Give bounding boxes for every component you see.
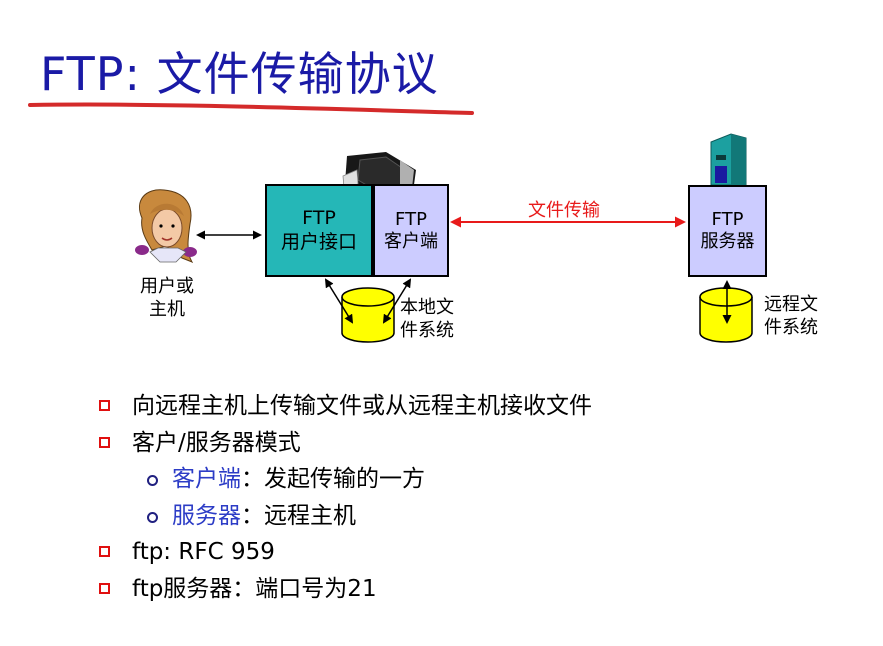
- bullet-text: ：远程主机: [241, 502, 356, 529]
- ftp-user-interface-box: FTP 用户接口: [265, 184, 373, 277]
- list-item: 客户端：发起传输的一方: [96, 461, 592, 498]
- client-to-local-db-arrow: [382, 278, 412, 324]
- bullet-text: ftp服务器：端口号为21: [132, 575, 377, 602]
- page-title: FTP: 文件传输协议: [40, 47, 439, 101]
- list-item: 服务器：远程主机: [96, 498, 592, 535]
- list-item: ftp服务器：端口号为21: [96, 571, 592, 608]
- database-icon: [699, 287, 753, 343]
- server-box-line2: 服务器: [700, 231, 755, 252]
- bullet-list: 向远程主机上传输文件或从远程主机接收文件 客户/服务器模式 客户端：发起传输的一…: [96, 388, 592, 607]
- server-term: 服务器: [172, 502, 241, 529]
- ftp-client-box: FTP 客户端: [373, 184, 449, 277]
- local-fs-label: 本地文 件系统: [400, 296, 454, 343]
- remote-fs-line2: 件系统: [764, 317, 818, 339]
- remote-fs-line1: 远程文: [764, 294, 818, 315]
- person-icon: [135, 189, 197, 264]
- database-icon: [341, 287, 395, 343]
- list-item: ftp: RFC 959: [96, 534, 592, 571]
- ui-box-line1: FTP: [302, 207, 336, 230]
- title-underline: [28, 102, 474, 115]
- client-term: 客户端: [172, 466, 241, 492]
- local-fs-line2: 件系统: [400, 320, 454, 342]
- ftp-server-box: FTP 服务器: [688, 185, 767, 277]
- list-item: 向远程主机上传输文件或从远程主机接收文件: [96, 388, 592, 425]
- local-fs-line1: 本地文: [400, 297, 454, 318]
- user-label-line2: 主机: [149, 299, 185, 321]
- ui-box-line2: 用户接口: [280, 230, 357, 253]
- user-or-host-label: 用户或 主机: [140, 275, 194, 322]
- remote-fs-label: 远程文 件系统: [764, 293, 818, 340]
- bullet-text: 客户/服务器模式: [132, 429, 301, 456]
- bullet-text: 向远程主机上传输文件或从远程主机接收文件: [132, 393, 592, 419]
- client-box-line2: 客户端: [384, 230, 438, 252]
- server-box-line1: FTP: [711, 209, 744, 231]
- user-label-line1: 用户或: [140, 276, 194, 297]
- file-transfer-label: 文件传输: [528, 200, 600, 221]
- server-tower-icon: [710, 133, 747, 186]
- client-box-line1: FTP: [395, 208, 427, 230]
- ui-to-local-db-arrow: [324, 278, 354, 324]
- list-item: 客户/服务器模式: [96, 425, 592, 462]
- bullet-text: ftp: RFC 959: [132, 539, 275, 565]
- bullet-text: ：发起传输的一方: [241, 466, 425, 492]
